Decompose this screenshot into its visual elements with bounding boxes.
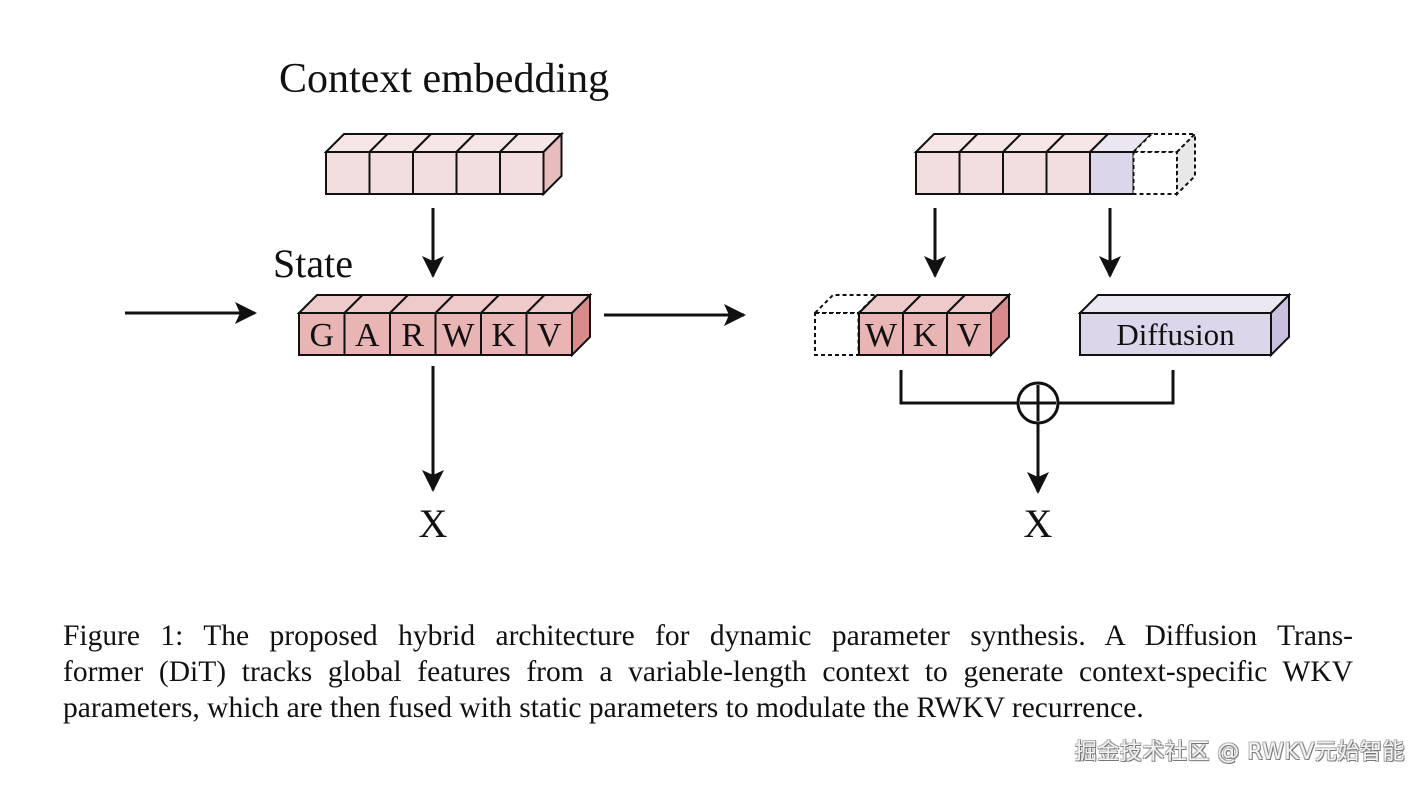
cell-side-face <box>1176 131 1196 197</box>
cell-label: W <box>442 317 475 354</box>
cell <box>1132 151 1178 195</box>
cell <box>368 151 414 195</box>
cell <box>1045 151 1091 195</box>
cell <box>525 312 573 356</box>
caption-line: former (DiT) tracks global features from… <box>63 656 1353 688</box>
cell <box>1089 151 1135 195</box>
state-label: State <box>273 241 353 286</box>
cell <box>389 312 437 356</box>
cell-label: V <box>537 317 562 354</box>
caption-line: parameters, which are then fused with st… <box>63 692 1144 724</box>
left-context-embedding-block <box>323 131 564 197</box>
diffusion-block: Diffusion <box>1077 292 1292 358</box>
cell-label: R <box>401 317 424 354</box>
cell <box>946 312 992 356</box>
figure-caption: Figure 1: The proposed hybrid architectu… <box>63 618 1353 726</box>
fuse-plus-icon <box>1016 381 1060 425</box>
cell <box>958 151 1004 195</box>
right-context-embedding-block <box>913 131 1198 197</box>
cell-label: A <box>355 317 380 354</box>
cell <box>325 151 371 195</box>
cell-label: K <box>491 317 516 354</box>
context-embedding-label: Context embedding <box>279 56 609 102</box>
cell-label: V <box>957 317 982 354</box>
cell-label: W <box>865 317 898 354</box>
dashed-cell <box>814 312 860 356</box>
cell <box>915 151 961 195</box>
diffusion-label: Diffusion <box>1116 317 1235 352</box>
diffusion-top-face <box>1077 294 1292 314</box>
watermark: 掘金技术社区 @ RWKV元始智能 <box>1074 740 1405 765</box>
diffusion-front-face <box>1079 312 1272 356</box>
cell-label: G <box>309 317 334 354</box>
right-output-label: X <box>1024 501 1053 546</box>
cell <box>455 151 501 195</box>
cell <box>412 151 458 195</box>
cell <box>343 312 391 356</box>
left-output-label: X <box>419 501 448 546</box>
diffusion-side-face <box>1270 292 1290 358</box>
wkv-to-fuse-line <box>899 370 1018 405</box>
caption-line: Figure 1: The proposed hybrid architectu… <box>63 620 1353 652</box>
cell <box>1002 151 1048 195</box>
cell-side-face <box>542 131 563 197</box>
diffusion-to-fuse-line <box>1058 370 1175 405</box>
cell-label: K <box>913 317 938 354</box>
cell <box>499 151 545 195</box>
cell-side-face <box>571 292 591 358</box>
cell-side-face <box>990 292 1010 358</box>
cell <box>858 312 904 356</box>
